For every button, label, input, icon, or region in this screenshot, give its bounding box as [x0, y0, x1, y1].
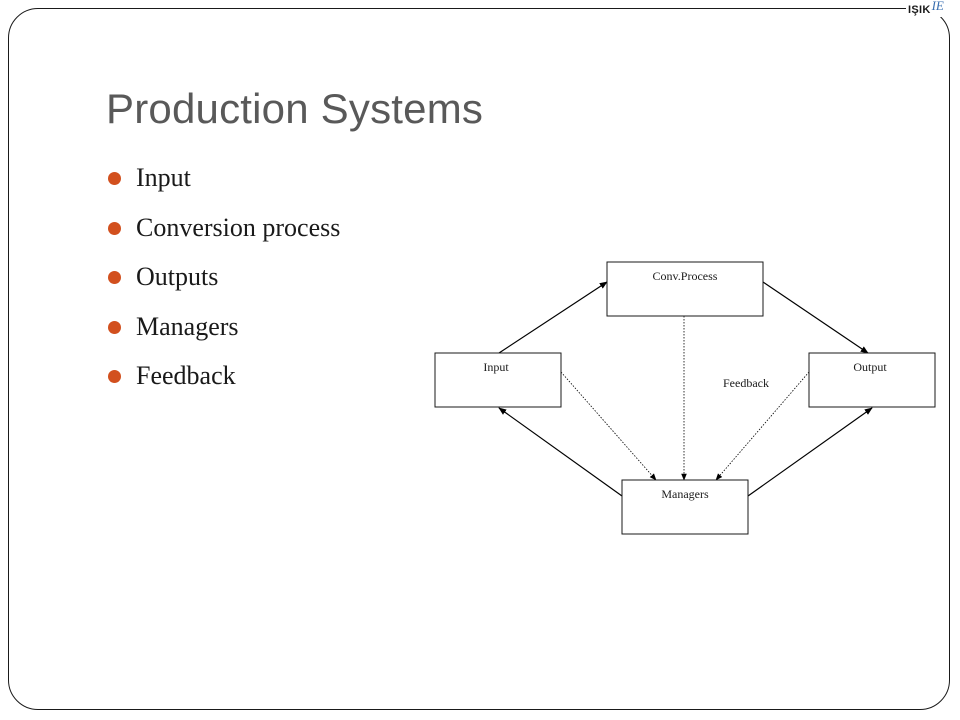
bullet-text: Input: [136, 163, 191, 192]
input-label: Input: [483, 360, 509, 374]
bullet-item-conversion-process: Conversion process: [108, 212, 340, 262]
slide-title: Production Systems: [106, 85, 484, 132]
bullet-dot-icon: [108, 221, 121, 235]
feedback-input-to-managers: [560, 371, 657, 481]
flow-input-to-conv: [498, 281, 608, 354]
bullet-dot-icon: [108, 370, 121, 383]
bullet-text: Outputs: [136, 262, 219, 291]
bullet-text: Feedback: [136, 361, 236, 390]
bullet-text: Conversion process: [136, 212, 341, 242]
output-label: Output: [853, 360, 887, 374]
input-box: Input: [434, 352, 562, 408]
output-box: Output: [808, 352, 936, 408]
bullet-item-outputs: Outputs: [108, 261, 340, 311]
bullet-item-input: Input: [108, 162, 340, 212]
bullet-dot-icon: [108, 172, 121, 185]
bullet-item-managers: Managers: [108, 311, 340, 361]
bullet-list: Input Conversion process Outputs Manager…: [108, 162, 340, 410]
bullet-item-feedback: Feedback: [108, 360, 340, 410]
bullet-text: Managers: [136, 311, 239, 341]
brand-logo: IŞIK IE: [906, 0, 946, 17]
conv-process-box: Conv.Process: [606, 261, 764, 317]
slide-frame: [8, 8, 950, 710]
flow-managers-to-output: [747, 407, 873, 497]
feedback-label: Feedback: [723, 376, 769, 390]
flow-conv-to-output: [762, 281, 869, 354]
flow-managers-to-input: [498, 407, 623, 497]
conv-process-label: Conv.Process: [653, 269, 718, 283]
managers-box: Managers: [621, 479, 749, 535]
logo-suffix: IE: [931, 0, 944, 13]
bullet-dot-icon: [108, 320, 121, 334]
logo-text: IŞIK: [908, 4, 931, 16]
managers-label: Managers: [661, 487, 709, 501]
bullet-dot-icon: [108, 271, 121, 284]
